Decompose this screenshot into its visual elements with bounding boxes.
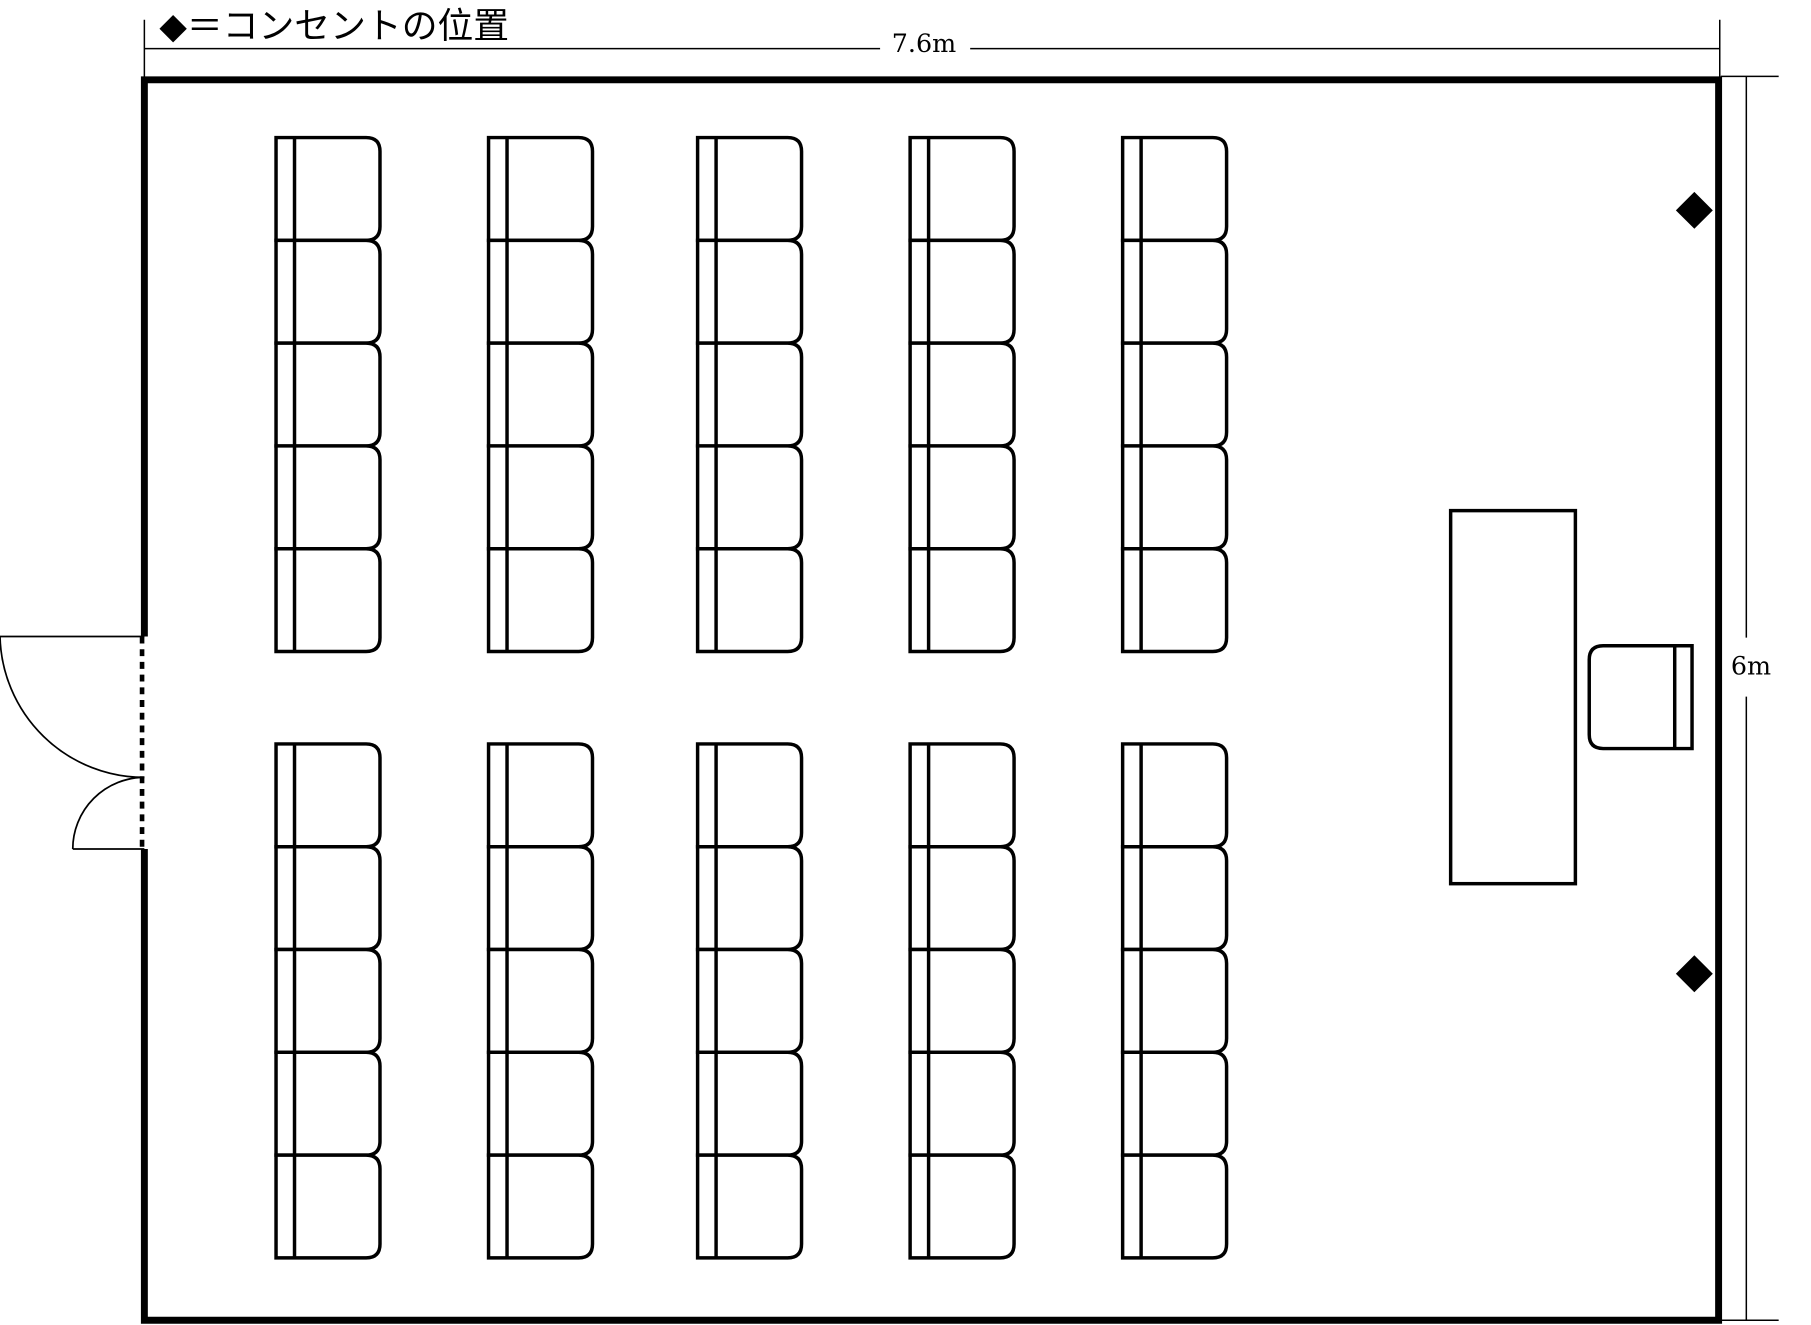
chair [274, 1050, 382, 1157]
chair [695, 742, 804, 849]
chair [908, 742, 1016, 849]
height-label: 6m [1731, 651, 1771, 681]
chair [486, 1153, 595, 1260]
teacher-desk [1448, 508, 1578, 886]
chair [274, 844, 382, 952]
chair [486, 547, 595, 654]
chair [486, 742, 595, 849]
chair [695, 238, 804, 345]
chair [486, 341, 595, 448]
teacher-chair [1587, 644, 1694, 751]
chair [908, 547, 1016, 654]
outlet-icon [1675, 191, 1713, 229]
chair [1120, 547, 1229, 654]
chair [1120, 1153, 1229, 1260]
room-walls [140, 76, 1723, 1324]
chair [695, 444, 804, 551]
chair [695, 1050, 804, 1157]
chair [695, 135, 804, 243]
chair [695, 547, 804, 654]
chair [695, 947, 804, 1055]
chair [908, 1153, 1016, 1260]
chair [486, 947, 595, 1055]
chair [1120, 135, 1229, 243]
chair [274, 947, 382, 1055]
chair [908, 947, 1016, 1055]
chair [1120, 444, 1229, 551]
chair [908, 1050, 1016, 1157]
chair [486, 444, 595, 551]
width-label: 7.6m [892, 28, 956, 58]
chair [274, 444, 382, 551]
chair [1120, 1050, 1229, 1157]
student-seating [274, 135, 1229, 1260]
chair [695, 1153, 804, 1260]
chair [274, 238, 382, 345]
chair [1120, 947, 1229, 1055]
chair [274, 341, 382, 448]
chair [274, 547, 382, 654]
width-dimension [143, 19, 1721, 79]
chair [274, 135, 382, 243]
chair [1120, 341, 1229, 448]
chair [908, 341, 1016, 448]
chair [908, 238, 1016, 345]
chair [274, 742, 382, 849]
outlet-icon [1675, 955, 1713, 993]
chair [486, 1050, 595, 1157]
chair [695, 844, 804, 952]
chair [274, 1153, 382, 1260]
chair [908, 844, 1016, 952]
chair [908, 135, 1016, 243]
chair [486, 238, 595, 345]
chair [1120, 742, 1229, 849]
outlet-legend: ◆＝コンセントの位置 [159, 6, 509, 47]
chair [1120, 238, 1229, 345]
entrance-door [0, 635, 145, 850]
height-dimension [1720, 75, 1779, 1322]
chair [695, 341, 804, 448]
chair [486, 844, 595, 952]
chair [908, 444, 1016, 551]
chair [1120, 844, 1229, 952]
chair [486, 135, 595, 243]
legend-symbol: ◆ [159, 6, 187, 47]
legend-text: ＝コンセントの位置 [187, 6, 509, 47]
